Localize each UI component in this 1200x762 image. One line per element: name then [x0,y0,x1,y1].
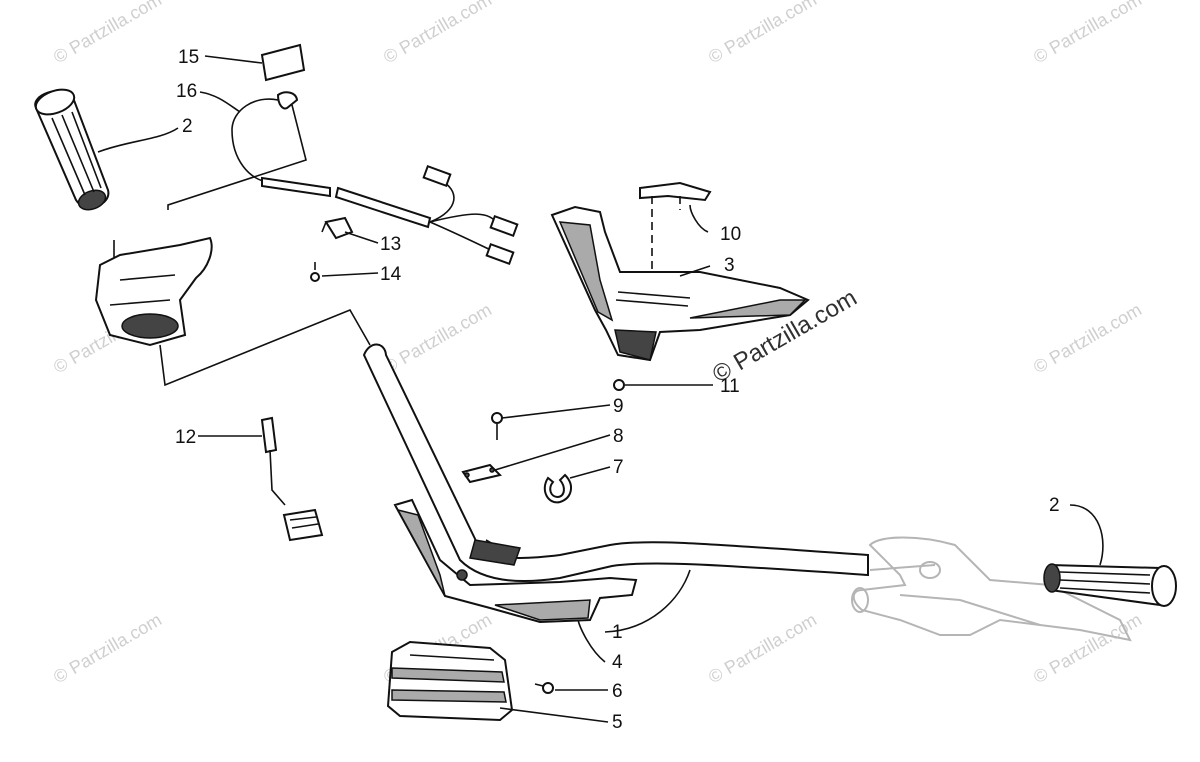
callout-6: 6 [612,681,623,702]
throttle-cable[interactable] [167,91,307,210]
callout-5: 5 [612,712,623,733]
callout-10: 10 [720,224,741,245]
callout-4: 4 [612,652,623,673]
callout-11: 11 [720,376,740,397]
pad-emblem[interactable] [639,181,712,272]
handlebar[interactable] [362,343,869,582]
callout-8: 8 [613,426,624,447]
callout-14: 14 [380,264,402,285]
callout-13: 13 [380,234,401,255]
callout-1: 1 [612,622,623,643]
throttle-block[interactable] [260,43,306,82]
callout-12: 12 [175,427,196,448]
callout-2-left: 2 [182,116,193,137]
screw-14[interactable] [310,262,320,282]
callout-7: 7 [613,457,624,478]
callout-15: 15 [178,47,199,68]
left-grip[interactable] [32,85,110,213]
bolt-9[interactable] [491,412,503,440]
right-grip[interactable] [1043,563,1177,607]
leader-line [159,308,371,387]
bolt-6[interactable] [534,682,554,694]
callout-9: 9 [613,396,624,417]
callout-16: 16 [176,81,197,102]
plate-8[interactable] [461,463,502,484]
handlebar-mount[interactable] [393,498,638,624]
nut-11[interactable] [613,379,625,391]
riser-block-5[interactable] [386,640,514,722]
left-switch-housing[interactable] [94,236,213,347]
leader-lines [97,55,1104,723]
handlebar-pad[interactable] [550,205,810,362]
wiring-harness[interactable] [261,164,519,266]
callout-2-right: 2 [1049,495,1060,516]
clip-13[interactable] [321,216,354,240]
right-control-housing[interactable] [851,536,1132,642]
clamp-ring-7[interactable] [543,473,572,504]
brake-switch-12[interactable] [260,416,324,542]
callout-3: 3 [724,255,735,276]
